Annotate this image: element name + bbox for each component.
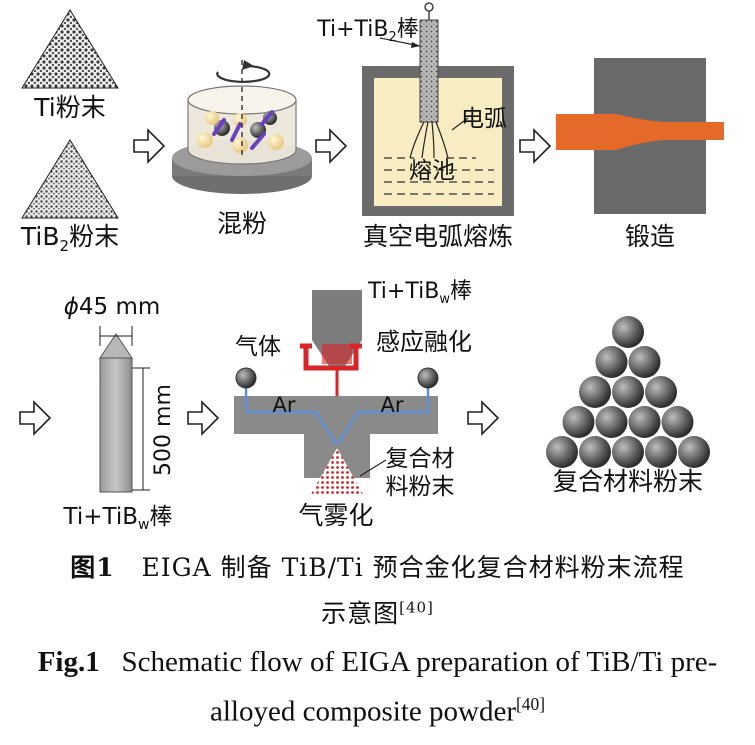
composite-powder-pyramid — [546, 316, 710, 468]
powder-sphere — [645, 436, 677, 468]
rod-ti-tib2-label: Ti+TiB2棒 — [316, 17, 419, 45]
powder-sphere — [562, 406, 595, 438]
composite-material-label-1: 复合材 — [386, 446, 455, 472]
diagram-canvas: Ti粉末 TiB2粉末 混粉 Ti+ — [19, 2, 724, 533]
mixing-label: 混粉 — [217, 209, 267, 238]
arrow-right-icon — [467, 400, 500, 436]
composite-powder-label: 复合材料粉末 — [553, 467, 703, 496]
mixing-drum — [172, 60, 312, 194]
caption-cn-line1: 图1 EIGA 制备 TiB/Ti 预合金化复合材料粉末流程 — [0, 548, 755, 584]
caption-cn-text2: 示意图 — [321, 599, 400, 628]
molten-pool-label: 熔池 — [409, 158, 455, 184]
caption-cn-text: EIGA 制备 TiB/Ti 预合金化复合材料粉末流程 — [141, 553, 685, 582]
caption-cn-line2: 示意图[40] — [0, 594, 755, 630]
powder-sphere — [612, 376, 644, 408]
vacuum-arc-furnace — [362, 2, 514, 216]
caption-en-line2: alloyed composite powder[40] — [0, 694, 755, 729]
induction-melting-label: 感应融化 — [376, 328, 472, 356]
ar-left-label: Ar — [273, 393, 296, 417]
powder-sphere — [612, 436, 644, 468]
length-label: 500 mm — [151, 384, 176, 476]
powder-sphere — [595, 406, 628, 438]
ti-powder-label: Ti粉末 — [33, 93, 105, 122]
powder-sphere — [579, 376, 611, 408]
rod-ti-tibw-label: Ti+TiBw棒 — [63, 504, 173, 533]
caption-cn-ref: [40] — [399, 598, 434, 617]
arrow-right-icon — [187, 400, 220, 436]
ar-right-label: Ar — [381, 393, 404, 417]
powder-sphere — [595, 346, 628, 378]
tib2-powder-pile — [21, 139, 119, 219]
caption-cn-fig: 图1 — [70, 553, 115, 582]
caption-en-line1: Fig.1 Schematic flow of EIGA preparation… — [0, 646, 755, 679]
ti-tibw-rod — [99, 326, 150, 493]
powder-sphere — [661, 406, 694, 438]
diameter-label: ϕ45 mm — [64, 294, 161, 320]
ti-powder-pile — [21, 9, 119, 89]
arrow-right-icon — [315, 128, 348, 164]
powder-sphere — [546, 436, 578, 468]
powder-sphere — [579, 436, 611, 468]
caption-en-text2: alloyed composite powder — [209, 695, 517, 728]
top-rod-label: Ti+TiBw棒 — [367, 279, 472, 307]
caption-en-fig: Fig.1 — [37, 646, 100, 678]
powder-sphere — [612, 316, 644, 348]
gas-atomization-label: 气雾化 — [298, 501, 373, 530]
forging-die — [556, 58, 724, 214]
caption-en-text: Schematic flow of EIGA preparation of Ti… — [121, 646, 718, 678]
arc-label: 电弧 — [461, 106, 507, 132]
powder-sphere — [628, 346, 661, 378]
composite-material-label-2: 料粉末 — [386, 474, 455, 500]
arrow-right-icon — [19, 400, 52, 436]
arrow-right-icon — [519, 128, 552, 164]
eiga-atomizer — [234, 290, 439, 496]
gas-label: 气体 — [235, 334, 281, 360]
caption-en-ref: [40] — [516, 694, 545, 714]
vacuum-arc-melting-label: 真空电弧熔炼 — [363, 222, 513, 251]
powder-sphere — [628, 406, 661, 438]
forging-label: 锻造 — [625, 222, 675, 251]
arrow-right-icon — [133, 128, 166, 164]
tib2-powder-label: TiB2粉末 — [20, 222, 119, 255]
powder-sphere — [645, 376, 677, 408]
powder-sphere — [678, 436, 710, 468]
